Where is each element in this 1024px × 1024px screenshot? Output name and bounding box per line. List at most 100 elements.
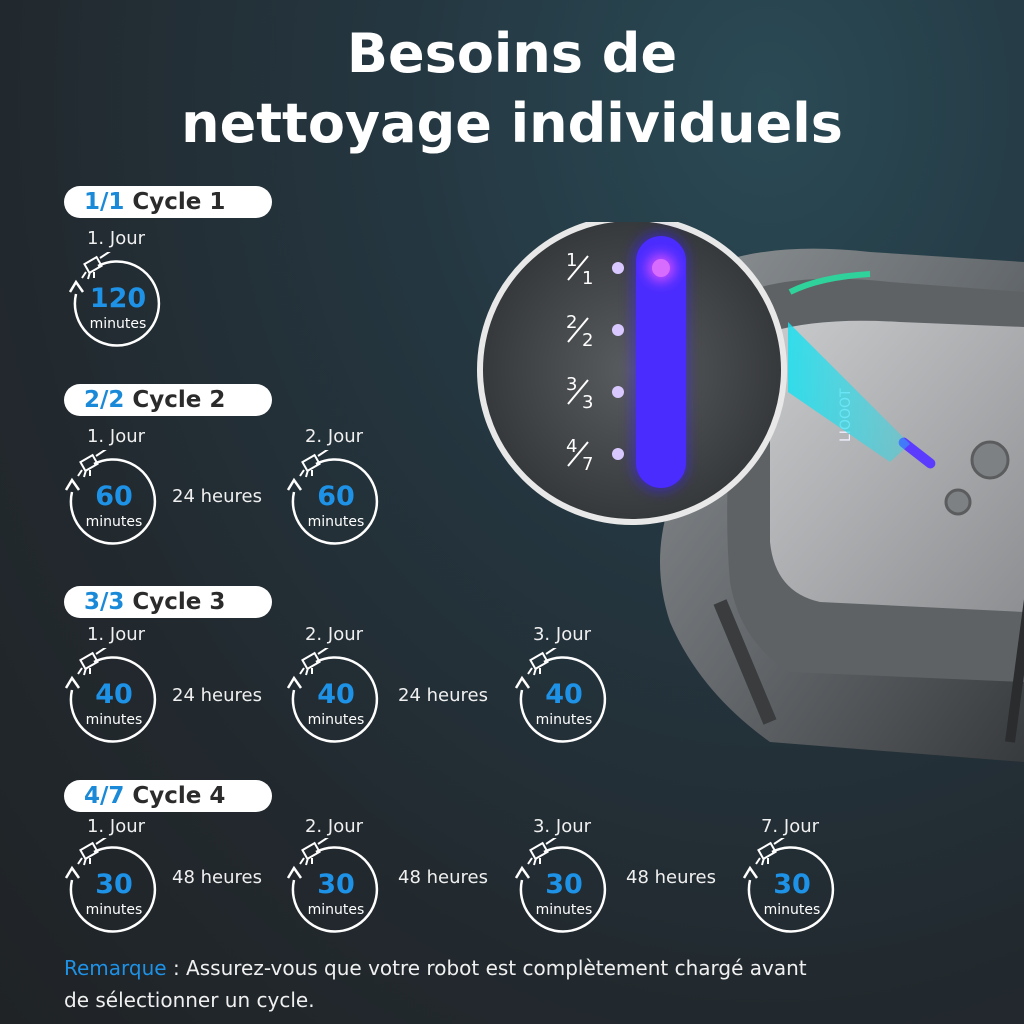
- timer-ring-icon: [64, 838, 157, 933]
- mode-button-icon: [944, 488, 972, 516]
- timer-ring-icon: [742, 838, 835, 933]
- interval-label: 24 heures: [398, 685, 488, 706]
- timer-ring-icon: [64, 450, 157, 545]
- timer-unit: minutes: [535, 712, 593, 728]
- interval-label: 48 heures: [398, 867, 488, 888]
- timer-minutes: 30: [545, 869, 583, 900]
- timer-unit: minutes: [307, 712, 365, 728]
- fraction-slash: [567, 255, 589, 281]
- cycle-header-1: 1/1 Cycle 1: [64, 186, 272, 218]
- cycle-header-4: 4/7 Cycle 4: [64, 780, 272, 812]
- cycle-name: Cycle 4: [132, 783, 226, 809]
- timer-dial: 40 minutes: [286, 648, 386, 748]
- zoom-beam: [788, 322, 910, 462]
- timer-unit: minutes: [85, 514, 143, 530]
- cycle-indicator-3: 33: [566, 374, 624, 413]
- indicator-numerator: 2: [566, 312, 577, 333]
- timer-minutes: 40: [95, 679, 133, 710]
- indicator-denominator: 3: [582, 392, 593, 413]
- note-text: : Assurez-vous que votre robot est compl…: [64, 956, 807, 1012]
- cycle-header-3: 3/3 Cycle 3: [64, 586, 272, 618]
- day-label: 2. Jour: [304, 426, 364, 447]
- page-title-line-2: nettoyage individuels: [181, 92, 843, 155]
- timer-dial: 30 minutes: [64, 838, 164, 938]
- indicator-zoom-circle: 11 22 33 47: [477, 222, 787, 525]
- indicator-numerator: 1: [566, 250, 577, 271]
- timer-dial: 30 minutes: [742, 838, 842, 938]
- timer-minutes: 40: [545, 679, 583, 710]
- day-label: 1. Jour: [86, 624, 146, 645]
- indicator-dot: [612, 386, 624, 398]
- timer-minutes: 40: [317, 679, 355, 710]
- timer-ring-icon: [68, 252, 161, 347]
- timer-minutes: 30: [317, 869, 355, 900]
- active-led-dot: [652, 259, 670, 277]
- timer-dial: 40 minutes: [514, 648, 614, 748]
- timer-minutes: 120: [89, 283, 147, 314]
- fraction-slash: [567, 379, 589, 405]
- day-label: 2. Jour: [304, 624, 364, 645]
- page-title-line-1: Besoins de: [346, 22, 678, 85]
- cycle-header-2: 2/2 Cycle 2: [64, 384, 272, 416]
- timer-minutes: 60: [317, 481, 355, 512]
- indicator-denominator: 7: [582, 454, 593, 475]
- power-button-icon: [970, 440, 1010, 480]
- interval-label: 24 heures: [172, 486, 262, 507]
- interval-label: 48 heures: [626, 867, 716, 888]
- indicator-denominator: 1: [582, 268, 593, 289]
- indicator-dot: [612, 448, 624, 460]
- timer-dial: 30 minutes: [514, 838, 614, 938]
- cycle-indicator-2: 22: [566, 312, 624, 351]
- timer-unit: minutes: [763, 902, 821, 918]
- timer-unit: minutes: [85, 902, 143, 918]
- timer-ring-icon: [286, 450, 379, 545]
- timer-minutes: 30: [95, 869, 133, 900]
- timer-unit: minutes: [307, 514, 365, 530]
- day-label: 7. Jour: [760, 816, 820, 837]
- timer-minutes: 30: [773, 869, 811, 900]
- timer-dial: 120 minutes: [68, 252, 168, 352]
- day-label: 1. Jour: [86, 816, 146, 837]
- indicator-dot: [612, 262, 624, 274]
- fraction-slash: [567, 441, 589, 467]
- charging-note: Remarque : Assurez-vous que votre robot …: [64, 952, 824, 1016]
- cycle-name: Cycle 1: [132, 189, 226, 215]
- indicator-dot: [612, 324, 624, 336]
- timer-dial: 60 minutes: [64, 450, 164, 550]
- timer-dial: 60 minutes: [286, 450, 386, 550]
- cycle-indicator-1: 11: [566, 250, 624, 289]
- timer-minutes: 60: [95, 481, 133, 512]
- timer-ring-icon: [286, 648, 379, 743]
- timer-ring-icon: [64, 648, 157, 743]
- timer-dial: 30 minutes: [286, 838, 386, 938]
- note-highlight: Remarque: [64, 956, 167, 980]
- cycle-indicator-4: 47: [566, 436, 624, 475]
- cycle-fraction: 1/1: [84, 189, 125, 215]
- day-label: 3. Jour: [532, 624, 592, 645]
- day-label: 3. Jour: [532, 816, 592, 837]
- interval-label: 48 heures: [172, 867, 262, 888]
- day-label: 2. Jour: [304, 816, 364, 837]
- interval-label: 24 heures: [172, 685, 262, 706]
- indicator-denominator: 2: [582, 330, 593, 351]
- timer-ring-icon: [286, 838, 379, 933]
- fraction-slash: [567, 317, 589, 343]
- cycle-name: Cycle 2: [132, 387, 226, 413]
- cycle-fraction: 3/3: [84, 589, 125, 615]
- day-label: 1. Jour: [86, 228, 146, 249]
- cycle-fraction: 2/2: [84, 387, 125, 413]
- timer-unit: minutes: [89, 316, 147, 332]
- indicator-numerator: 3: [566, 374, 577, 395]
- indicator-numerator: 4: [566, 436, 577, 457]
- timer-unit: minutes: [535, 902, 593, 918]
- timer-unit: minutes: [85, 712, 143, 728]
- timer-ring-icon: [514, 838, 607, 933]
- timer-ring-icon: [514, 648, 607, 743]
- day-label: 1. Jour: [86, 426, 146, 447]
- cycle-name: Cycle 3: [132, 589, 226, 615]
- timer-unit: minutes: [307, 902, 365, 918]
- cycle-fraction: 4/7: [84, 783, 125, 809]
- timer-dial: 40 minutes: [64, 648, 164, 748]
- led-indicator-bar: [636, 236, 686, 488]
